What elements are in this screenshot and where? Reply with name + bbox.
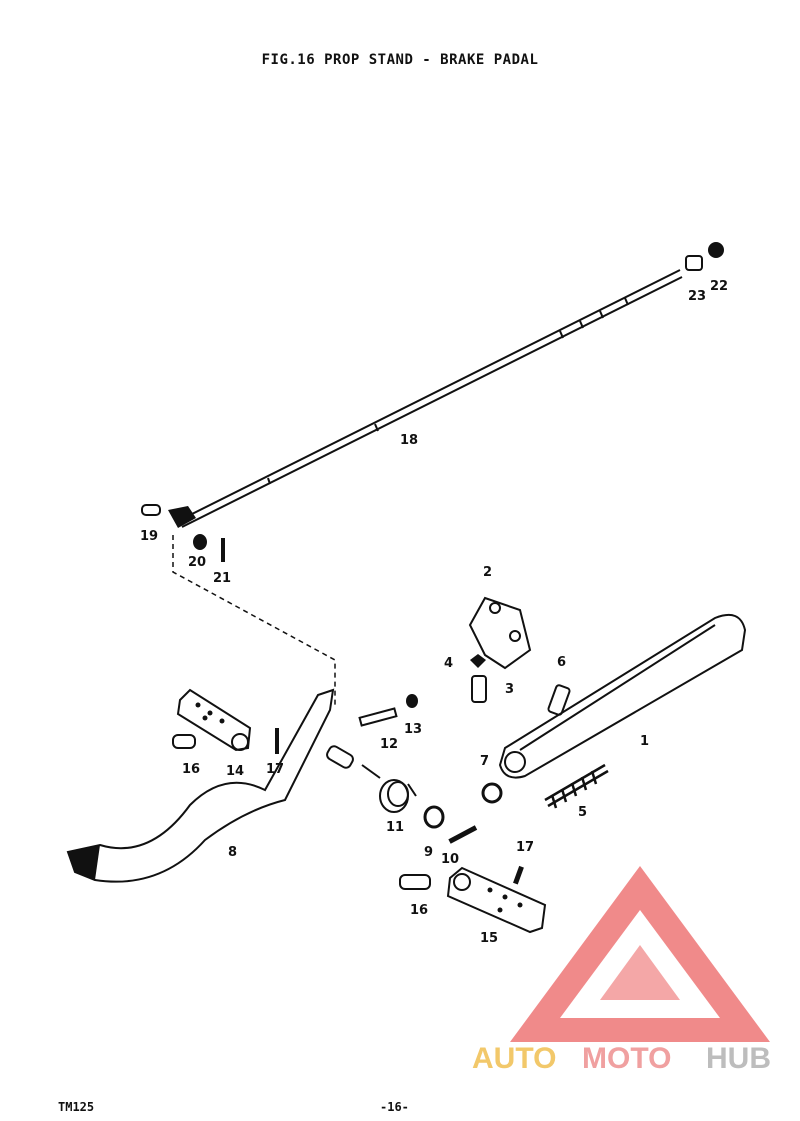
callout-13: 13 <box>404 722 422 737</box>
watermark-hub: HUB <box>706 1042 771 1075</box>
spring-pin-right-icon <box>513 865 524 885</box>
watermark-logo <box>510 866 770 1042</box>
callout-7: 7 <box>480 754 489 769</box>
cotter-pin-icon <box>221 538 225 562</box>
footrest-pin-right-icon <box>399 874 431 890</box>
callout-2: 2 <box>483 565 492 580</box>
footrest-pin-icon <box>172 734 196 749</box>
callout-8: 8 <box>228 845 237 860</box>
callout-16a: 16 <box>182 762 200 777</box>
watermark-auto: AUTO <box>472 1042 556 1075</box>
callout-21: 21 <box>213 571 231 586</box>
callout-23: 23 <box>688 289 706 304</box>
bracket-bolt-icon <box>471 675 487 703</box>
clevis-pin-icon <box>141 504 161 516</box>
footrest-right <box>446 866 547 934</box>
callout-10: 10 <box>441 852 459 867</box>
callout-1: 1 <box>640 734 649 749</box>
adjust-nut-icon <box>708 242 724 258</box>
prop-stand-spring <box>544 763 609 809</box>
pedal-return-spring <box>361 764 417 813</box>
assembly-leader-line <box>172 535 336 705</box>
callout-5: 5 <box>578 805 587 820</box>
pedal-pivot-icon <box>326 745 354 769</box>
callout-18: 18 <box>400 433 418 448</box>
rod-clevis-icon <box>168 506 196 528</box>
washer-icon <box>193 534 207 550</box>
prop-stand-bracket <box>468 596 532 670</box>
callout-22: 22 <box>710 279 728 294</box>
lock-washer-icon <box>470 654 486 668</box>
page-number: -16- <box>380 1100 409 1114</box>
callout-19: 19 <box>140 529 158 544</box>
bolt-icon <box>358 707 398 727</box>
split-pin-icon <box>448 825 478 844</box>
bolt-nut-icon <box>406 694 418 708</box>
callout-12: 12 <box>380 737 398 752</box>
callout-9: 9 <box>424 845 433 860</box>
brake-pedal <box>66 688 335 883</box>
prop-stand <box>498 614 747 779</box>
pivot-washer-icon <box>423 805 445 829</box>
watermark-moto: MOTO <box>582 1042 671 1075</box>
brake-rod <box>179 269 683 528</box>
pedal-pad-icon <box>68 845 100 880</box>
nut-icon <box>685 255 703 271</box>
callout-14: 14 <box>226 764 244 779</box>
callout-17a: 17 <box>266 762 284 777</box>
callout-6: 6 <box>557 655 566 670</box>
figure-title: FIG.16 PROP STAND - BRAKE PADAL <box>261 52 539 68</box>
model-code: TM125 <box>58 1100 95 1114</box>
watermark-text: AUTO MOTO HUB <box>472 1042 771 1075</box>
callout-11: 11 <box>386 820 404 835</box>
callout-17b: 17 <box>516 840 534 855</box>
callout-4: 4 <box>444 656 453 671</box>
callout-15: 15 <box>480 931 498 946</box>
spring-pin-icon <box>275 728 279 754</box>
callout-20: 20 <box>188 555 206 570</box>
stand-nut-icon <box>481 782 503 804</box>
stand-bolt-icon <box>547 684 571 716</box>
callout-16b: 16 <box>410 903 428 918</box>
footrest-left <box>176 688 252 752</box>
callout-3: 3 <box>505 682 514 697</box>
